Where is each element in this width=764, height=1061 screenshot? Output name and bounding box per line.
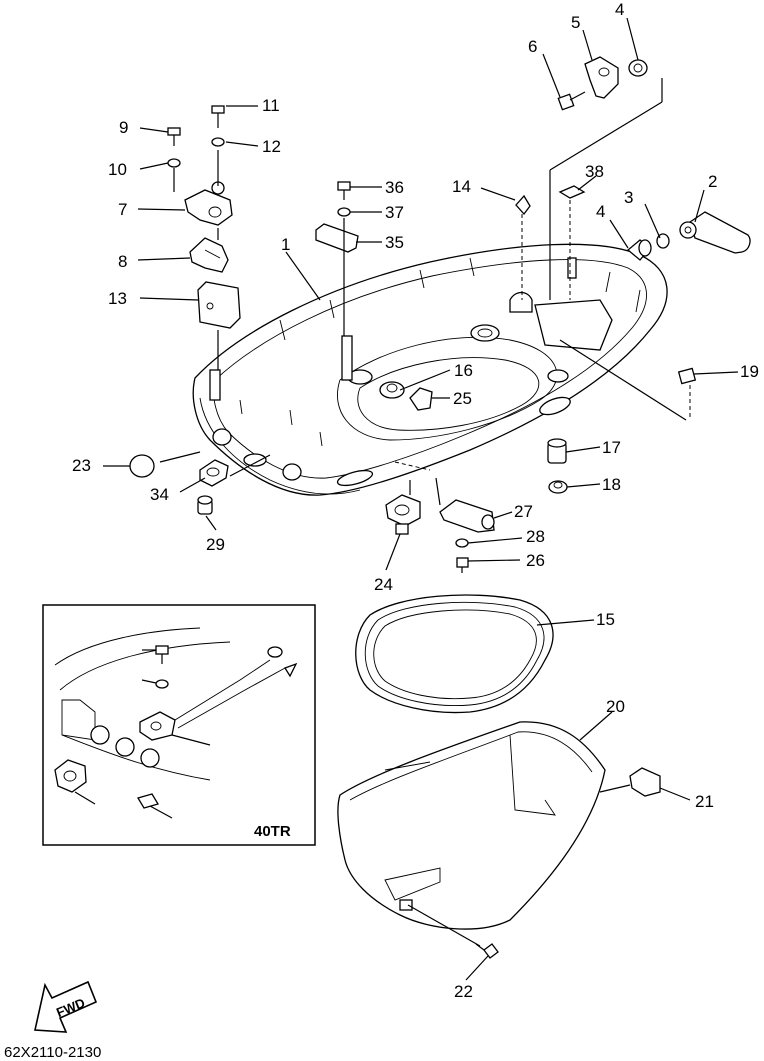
callout-18: 18 (602, 475, 621, 494)
inset-panel: 40TR (42, 604, 316, 846)
callout-1: 1 (281, 235, 290, 254)
part-seal-15 (355, 594, 554, 714)
part-bolt-26 (456, 557, 469, 573)
part-case-20 (337, 721, 606, 930)
part-bushing-upper (628, 59, 648, 77)
part-cap-29 (197, 495, 213, 515)
part-bolt-19 (677, 367, 697, 420)
callout-9: 9 (119, 118, 128, 137)
bottom-cowling (192, 243, 668, 496)
part-bracket (584, 56, 619, 99)
part-bolt-6 (557, 91, 586, 111)
part-washer-37 (337, 207, 351, 217)
callout-34: 34 (150, 485, 169, 504)
part-collar-18 (548, 480, 568, 494)
callout-21: 21 (695, 792, 714, 811)
part-clamp (184, 181, 233, 226)
callout-20: 20 (606, 697, 625, 716)
part-fitting-16 (379, 381, 405, 399)
callout-36: 36 (385, 178, 404, 197)
part-plate-35 (315, 223, 359, 253)
part-clip-25 (409, 387, 433, 411)
part-grommet-21 (629, 767, 661, 797)
part-washer-10 (167, 158, 181, 168)
callout-4-lower: 4 (596, 202, 605, 221)
part-grommet-34 (199, 459, 229, 487)
part-washer-28 (455, 538, 469, 548)
callout-28: 28 (526, 527, 545, 546)
part-label-38 (558, 185, 586, 199)
callout-17: 17 (602, 438, 621, 457)
callout-8: 8 (118, 252, 127, 271)
part-bolt-9 (167, 127, 181, 146)
callout-24: 24 (374, 575, 393, 594)
part-drain-24 (385, 494, 421, 535)
part-bushing (626, 239, 652, 261)
part-grommet-14 (515, 194, 531, 216)
callout-27: 27 (514, 502, 533, 521)
callout-4-upper: 4 (615, 0, 624, 19)
callout-23: 23 (72, 456, 91, 475)
part-damper-17 (547, 438, 567, 464)
callout-26: 26 (526, 551, 545, 570)
callout-35: 35 (385, 233, 404, 252)
callout-12: 12 (262, 137, 281, 156)
callout-14: 14 (452, 177, 471, 196)
part-bolt-11 (211, 105, 225, 128)
callout-5: 5 (571, 13, 580, 32)
callout-29: 29 (206, 535, 225, 554)
callout-25: 25 (453, 389, 472, 408)
part-washer-12 (211, 137, 225, 147)
callout-19: 19 (740, 362, 759, 381)
part-holder (189, 237, 229, 273)
callout-10: 10 (108, 160, 127, 179)
callout-22: 22 (454, 982, 473, 1001)
callout-11: 11 (262, 96, 280, 115)
fwd-arrow: FWD (34, 980, 98, 1033)
part-plug-23 (129, 454, 155, 478)
diagram-code: 62X2110-2130 (4, 1044, 101, 1061)
callout-37: 37 (385, 203, 404, 222)
callout-15: 15 (596, 610, 615, 629)
part-damper (197, 281, 241, 329)
callout-3: 3 (624, 188, 633, 207)
part-bracket-27 (439, 499, 495, 533)
callout-13: 13 (108, 289, 127, 308)
callout-6: 6 (528, 37, 537, 56)
part-lever (679, 211, 751, 254)
inset-model-label: 40TR (254, 823, 291, 840)
callout-38: 38 (585, 162, 604, 181)
callout-7: 7 (118, 200, 127, 219)
part-bolt-36 (337, 181, 351, 200)
callout-2: 2 (708, 172, 717, 191)
callout-16: 16 (454, 361, 473, 380)
leader-lines (103, 17, 739, 981)
